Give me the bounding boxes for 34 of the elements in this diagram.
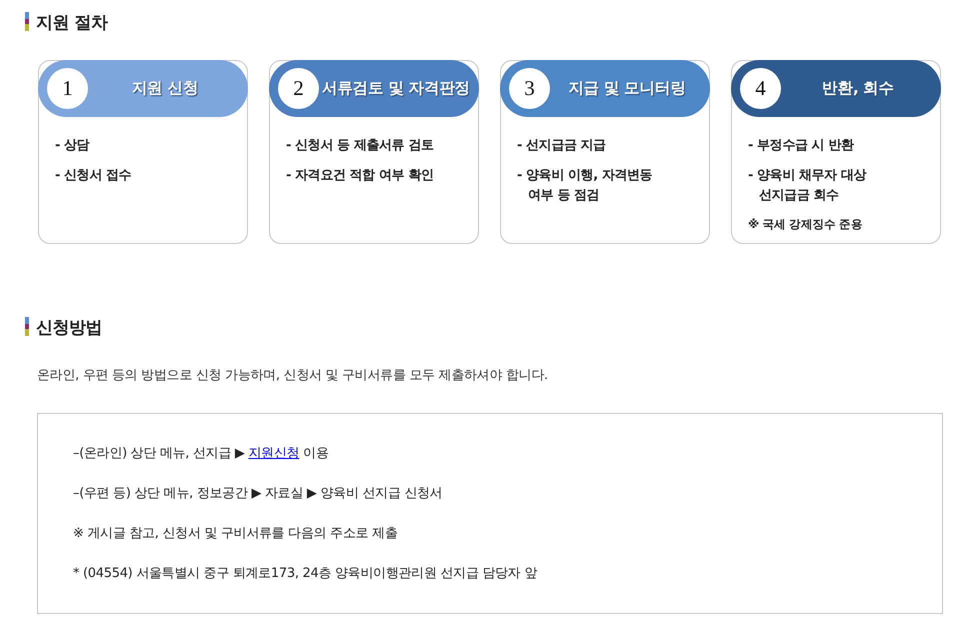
info-box bbox=[37, 413, 943, 614]
step-title: 지급 및 모니터링 bbox=[567, 78, 687, 99]
list-item: - 양육비 채무자 대상 선지급금 회수 bbox=[748, 167, 868, 205]
instruction-text: –(온라인) 상단 메뉴, 선지급 ▶ 지원신청 이용 bbox=[73, 445, 329, 463]
instruction-text: –(우편 등) 상단 메뉴, 정보공간 ▶ 자료실 ▶ 양육비 선지급 신청서 bbox=[73, 485, 442, 503]
step-number-circle: 1 bbox=[47, 68, 88, 109]
note-text: ※ 국세 강제징수 준용 bbox=[748, 216, 862, 232]
list-item: - 신청서 등 제출서류 검토 bbox=[286, 137, 434, 155]
step-number-circle: 2 bbox=[278, 68, 319, 109]
step-header-band bbox=[269, 60, 479, 117]
step-card bbox=[269, 60, 479, 244]
step-card bbox=[731, 60, 941, 244]
step-title: 서류검토 및 자격판정 bbox=[320, 78, 472, 99]
list-item: - 선지급금 지급 bbox=[517, 137, 607, 155]
link: 지원신청 bbox=[248, 446, 300, 461]
step-header-band bbox=[38, 60, 248, 117]
step-title: 반환, 회수 bbox=[821, 78, 895, 99]
section-heading: 신청방법 bbox=[36, 317, 102, 339]
intro-text: 온라인, 우편 등의 방법으로 신청 가능하며, 신청서 및 구비서류를 모두 제출하셔야 합니다. bbox=[37, 367, 548, 385]
step-card bbox=[38, 60, 248, 244]
step-title: 지원 신청 bbox=[130, 78, 200, 99]
instruction-text: ※ 게시글 참고, 신청서 및 구비서류를 다음의 주소로 제출 bbox=[73, 525, 398, 543]
section-heading: 지원 절차 bbox=[36, 12, 108, 34]
step-number-circle: 3 bbox=[509, 68, 550, 109]
step-number-circle: 4 bbox=[740, 68, 781, 109]
list-item: - 자격요건 적합 여부 확인 bbox=[286, 167, 434, 185]
list-item: - 신청서 접수 bbox=[55, 167, 132, 185]
instruction-text: * (04554) 서울특별시 중구 퇴계로173, 24층 양육비이행관리원 선지급 담당자 앞 bbox=[73, 565, 537, 583]
step-header-band bbox=[500, 60, 710, 117]
list-item: - 부정수급 시 반환 bbox=[748, 137, 855, 155]
list-item: - 상담 bbox=[55, 137, 90, 155]
list-item: - 양육비 이행, 자격변동 여부 등 점검 bbox=[517, 167, 654, 205]
step-header-band bbox=[731, 60, 941, 117]
step-card bbox=[500, 60, 710, 244]
